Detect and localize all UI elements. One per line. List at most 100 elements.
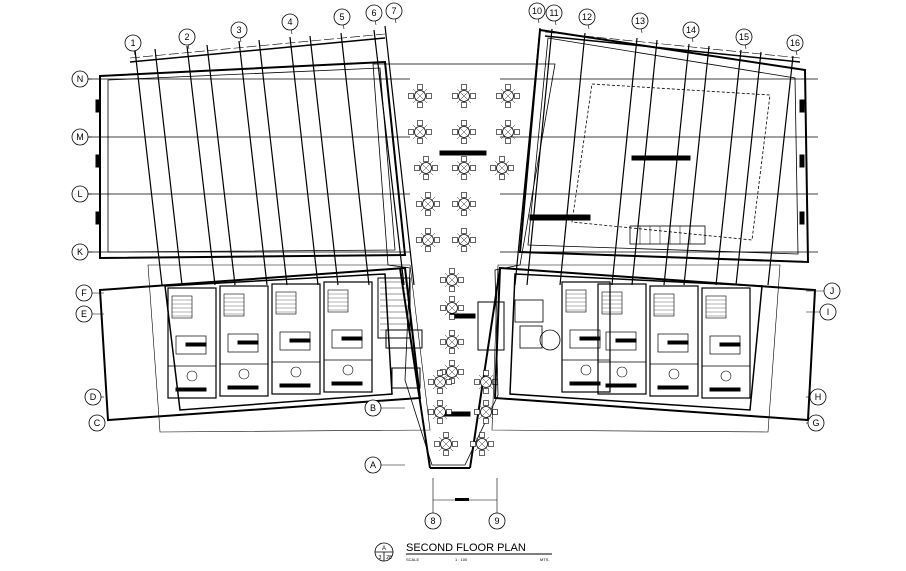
grid-bubble-wing-left-3-label: D xyxy=(90,392,97,402)
dining-table xyxy=(440,330,464,354)
guest-room xyxy=(701,287,751,399)
grid-bubble-wing-left-4-label: C xyxy=(94,418,101,428)
grid-bubble-left-3: L xyxy=(71,185,89,203)
dining-table xyxy=(452,192,476,216)
grid-bubble-top-3-label: 3 xyxy=(236,25,241,35)
grid-bubble-top-11: 13 xyxy=(631,12,649,30)
grid-bubble-bottom-1: 8 xyxy=(424,512,442,530)
dining-table xyxy=(416,192,440,216)
dining-table xyxy=(440,360,464,384)
grid-bubble-top-14: 16 xyxy=(786,34,804,52)
grid-bubble-wing-right-2: I xyxy=(819,303,837,321)
guest-room xyxy=(323,281,373,393)
callout-bottom-right: 28 xyxy=(386,555,392,561)
dining-table xyxy=(434,432,458,456)
grid-bubble-top-10-label: 12 xyxy=(582,12,592,22)
grid-bubble-wing-left-2: E xyxy=(75,305,93,323)
grid-bubble-left-1-label: N xyxy=(77,74,84,84)
right-guest-rooms xyxy=(561,281,751,399)
grid-bubble-wing-right-2-label: I xyxy=(827,307,830,317)
dining-table xyxy=(452,156,476,180)
grid-bubble-wing-right-3: H xyxy=(809,388,827,406)
guest-room xyxy=(271,283,321,395)
grid-bubble-wing-right-1-label: J xyxy=(830,286,835,296)
dining-table xyxy=(416,228,440,252)
grid-bubble-center-2: A xyxy=(364,456,382,474)
grid-bubble-wing-left-2-label: E xyxy=(81,309,87,319)
callout-top: A xyxy=(382,546,386,552)
grid-bubble-top-5-label: 5 xyxy=(339,12,344,22)
title-block: A 3 28 SECOND FLOOR PLAN SCALE 1 : 100 M… xyxy=(374,542,552,562)
dining-table xyxy=(408,120,432,144)
dining-table xyxy=(428,400,452,424)
grid-bubble-top-4-label: 4 xyxy=(287,17,292,27)
grid-bubble-top-12: 14 xyxy=(682,21,700,39)
guest-room xyxy=(167,287,217,399)
dining-table xyxy=(414,156,438,180)
grid-bubble-top-4: 4 xyxy=(281,13,299,31)
grid-bubble-wing-left-1-label: F xyxy=(81,288,87,298)
grid-bubble-top-3: 3 xyxy=(230,21,248,39)
center-dining-area xyxy=(372,63,556,469)
grid-bubble-center-2-label: A xyxy=(370,460,376,470)
grid-bubble-top-12-label: 14 xyxy=(686,25,696,35)
dining-table xyxy=(428,370,452,394)
grid-bubble-top-2: 2 xyxy=(178,28,196,46)
units-label: MTS. xyxy=(540,557,550,562)
grid-bubble-bottom-2: 9 xyxy=(488,512,506,530)
right-hall-block xyxy=(500,27,818,286)
dining-table xyxy=(452,84,476,108)
grid-bubble-top-11-label: 13 xyxy=(635,16,645,26)
grid-bubble-bottom-1-label: 8 xyxy=(430,516,435,526)
grid-bubble-wing-right-3-label: H xyxy=(815,392,822,402)
grid-bubble-top-1-label: 1 xyxy=(130,38,135,48)
grid-bubble-left-4: K xyxy=(71,243,89,261)
grid-bubble-top-9: 11 xyxy=(545,4,563,22)
grid-bubble-center-1: B xyxy=(364,399,382,417)
dining-table xyxy=(452,228,476,252)
grid-bubble-top-7: 7 xyxy=(385,2,403,20)
scale-value: 1 : 100 xyxy=(455,557,468,562)
left-hall-block xyxy=(88,25,415,286)
grid-bubble-left-1: N xyxy=(71,70,89,88)
grid-bubble-top-14-label: 16 xyxy=(790,38,800,48)
dining-table xyxy=(452,120,476,144)
left-guest-rooms xyxy=(167,281,373,399)
grid-bubble-top-5: 5 xyxy=(333,8,351,26)
dining-table xyxy=(496,84,520,108)
grid-bubble-top-13: 15 xyxy=(735,28,753,46)
grid-bubble-top-6: 6 xyxy=(365,4,383,22)
grid-bubble-top-8-label: 10 xyxy=(532,6,542,16)
grid-bubble-wing-left-4: C xyxy=(88,414,106,432)
dining-table xyxy=(490,156,514,180)
grid-bubble-left-3-label: L xyxy=(77,189,82,199)
grid-bubble-left-4-label: K xyxy=(77,247,83,257)
grid-bubble-wing-right-1: J xyxy=(823,282,841,300)
dining-table xyxy=(470,432,494,456)
right-guest-wing xyxy=(477,264,817,433)
grid-bubble-bottom-2-label: 9 xyxy=(494,516,499,526)
scale-label: SCALE xyxy=(406,557,419,562)
grid-bubble-wing-right-4: G xyxy=(807,414,825,432)
guest-room xyxy=(597,283,647,395)
callout-bottom-left: 3 xyxy=(379,555,382,561)
grid-bubble-top-6-label: 6 xyxy=(371,8,376,18)
grid-bubble-left-2: M xyxy=(71,128,89,146)
dining-table xyxy=(474,400,498,424)
dining-table xyxy=(496,120,520,144)
left-guest-wing xyxy=(98,264,431,433)
grid-bubble-top-10: 12 xyxy=(578,8,596,26)
left-stair xyxy=(380,281,408,331)
dining-table xyxy=(440,268,464,292)
dining-table xyxy=(440,296,464,320)
grid-bubble-wing-left-3: D xyxy=(84,388,102,406)
guest-room xyxy=(561,281,611,393)
grid-bubble-top-7-label: 7 xyxy=(391,6,396,16)
grid-bubble-left-2-label: M xyxy=(76,132,84,142)
grid-bubble-wing-right-4-label: G xyxy=(812,418,819,428)
drawing-title: SECOND FLOOR PLAN xyxy=(406,542,526,554)
guest-room xyxy=(219,285,269,397)
grid-bubble-top-1: 1 xyxy=(124,34,142,52)
grid-bubble-top-8: 10 xyxy=(528,2,546,20)
